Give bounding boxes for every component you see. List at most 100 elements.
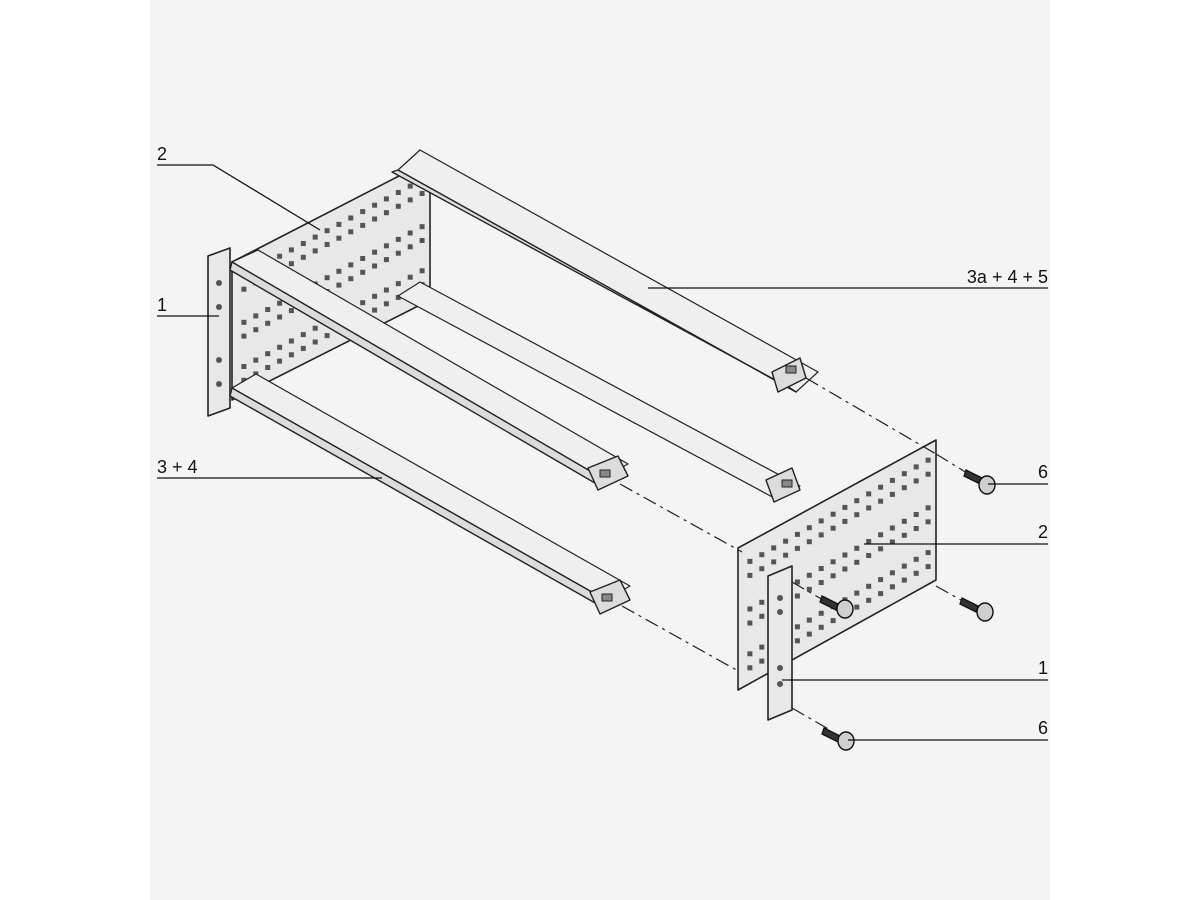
perforation-hole: [794, 638, 800, 644]
perforation-hole: [383, 287, 389, 293]
label-screw: 6: [1038, 718, 1048, 738]
perforation-hole: [360, 209, 366, 215]
perforation-hole: [395, 190, 401, 195]
perforation-hole: [372, 202, 378, 208]
perforation-hole: [925, 519, 931, 525]
perforation-hole: [265, 320, 271, 326]
perforation-hole: [889, 570, 895, 576]
perforation-hole: [794, 579, 800, 585]
perforation-hole: [241, 286, 247, 292]
perforation-hole: [265, 365, 271, 370]
perforation-hole: [288, 352, 294, 358]
perforation-hole: [866, 539, 872, 544]
flange-hole: [216, 381, 222, 387]
perforation-hole: [889, 525, 895, 531]
perforation-hole: [818, 566, 824, 571]
flange-hole: [216, 280, 222, 286]
perforation-hole: [419, 191, 425, 196]
assembly-line: [621, 605, 741, 673]
perforation-hole: [241, 333, 247, 339]
perforation-hole: [395, 203, 401, 209]
perforation-hole: [866, 583, 872, 589]
perforation-hole: [372, 249, 378, 255]
perforation-hole: [794, 593, 800, 599]
perforation-hole: [312, 248, 318, 254]
perforation-hole: [360, 222, 366, 228]
perforation-hole: [253, 357, 259, 363]
perforation-hole: [830, 618, 836, 624]
perforation-hole: [759, 658, 765, 664]
perforation-hole: [395, 236, 401, 242]
perforation-hole: [348, 276, 354, 282]
perforation-hole: [889, 584, 895, 590]
perforation-hole: [901, 563, 907, 569]
perforation-hole: [383, 210, 389, 216]
perforation-hole: [747, 606, 753, 612]
perforation-hole: [759, 599, 765, 605]
perforation-hole: [407, 230, 413, 236]
perforation-hole: [407, 197, 413, 203]
leader-line: [157, 164, 321, 231]
perforation-hole: [913, 556, 919, 562]
screw-icon: [959, 597, 994, 622]
perforation-hole: [878, 546, 884, 552]
perforation-hole: [747, 620, 753, 626]
perforation-hole: [818, 624, 824, 630]
perforation-hole: [901, 485, 907, 491]
right-front-flange: [767, 565, 793, 721]
label-front-flange: 1: [157, 295, 167, 315]
perforation-hole: [372, 216, 378, 222]
perforation-hole: [288, 247, 294, 253]
perforation-hole: [300, 332, 306, 338]
perforation-hole: [854, 590, 860, 596]
perforation-hole: [878, 532, 884, 538]
perforation-hole: [866, 553, 872, 558]
perforation-hole: [925, 505, 931, 511]
perforation-hole: [348, 215, 354, 221]
perforation-hole: [747, 665, 753, 671]
perforation-hole: [372, 263, 378, 269]
screw-icon: [963, 469, 996, 495]
perforation-hole: [913, 478, 919, 484]
perforation-hole: [866, 491, 872, 497]
perforation-hole: [324, 228, 330, 234]
perforation-hole: [818, 610, 824, 616]
perforation-hole: [383, 196, 389, 202]
perforation-hole: [878, 498, 884, 504]
perforation-hole: [866, 597, 872, 603]
perforation-hole: [783, 538, 789, 544]
perforation-hole: [925, 564, 931, 570]
perforation-hole: [913, 512, 919, 517]
perforation-hole: [830, 511, 836, 517]
perforation-hole: [889, 539, 895, 545]
perforation-hole: [878, 484, 884, 490]
perforation-hole: [241, 364, 247, 369]
front-bottom-rail: [229, 373, 631, 615]
perforation-hole: [806, 525, 812, 531]
perforation-hole: [348, 262, 354, 268]
perforation-hole: [854, 559, 860, 565]
perforation-hole: [759, 566, 765, 572]
perforation-hole: [759, 552, 765, 558]
perforation-hole: [818, 580, 824, 585]
perforation-hole: [925, 457, 931, 463]
perforation-hole: [277, 300, 283, 306]
perforation-hole: [288, 308, 294, 314]
perforation-hole: [794, 545, 800, 551]
assembly-line: [805, 377, 937, 455]
perforation-hole: [925, 471, 931, 477]
perforation-hole: [395, 281, 401, 287]
perforation-hole: [288, 261, 294, 267]
perforation-hole: [300, 254, 306, 260]
perforation-hole: [866, 505, 872, 511]
perforation-hole: [806, 539, 812, 545]
perforation-hole: [372, 293, 378, 299]
perforation-hole: [277, 314, 283, 320]
perforation-hole: [253, 313, 259, 319]
perforation-hole: [901, 532, 907, 538]
perforation-hole: [794, 531, 800, 537]
perforation-hole: [842, 552, 848, 558]
perforation-hole: [265, 307, 271, 312]
perforation-hole: [759, 644, 765, 650]
screw-icon: [821, 727, 855, 751]
